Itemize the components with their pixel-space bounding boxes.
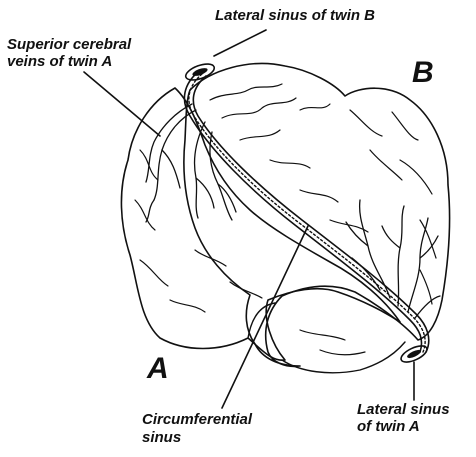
label-lateral-sinus-twin-a: Lateral sinus — [357, 401, 450, 418]
label-superior-cerebral-veins-line2: veins of twin A — [7, 53, 112, 70]
leader-lines — [84, 30, 414, 408]
circumferential-sinus — [184, 72, 428, 352]
lateral-sinus-twin-b — [184, 61, 217, 83]
label-circumferential-sinus: Circumferential — [142, 411, 252, 428]
label-lateral-sinus-twin-a-line2: of twin A — [357, 418, 420, 435]
leader-lateral-sinus-b — [214, 30, 266, 56]
lobe-twin-a-lower — [248, 303, 275, 338]
label-superior-cerebral-veins: Superior cerebral — [7, 36, 131, 53]
label-lateral-sinus-twin-b: Lateral sinus of twin B — [215, 7, 375, 24]
label-twin-a: A — [147, 354, 169, 384]
superior-cerebral-veins-twin-a — [146, 104, 236, 222]
leader-circumferential — [222, 226, 308, 408]
brain-outline-twin-b — [184, 63, 450, 366]
label-circumferential-sinus-line2: sinus — [142, 429, 181, 446]
leader-superior-veins — [84, 72, 160, 136]
brain-outline-twin-a — [121, 88, 400, 360]
label-twin-b: B — [412, 58, 434, 88]
lobe-twin-b-lower — [282, 342, 405, 373]
